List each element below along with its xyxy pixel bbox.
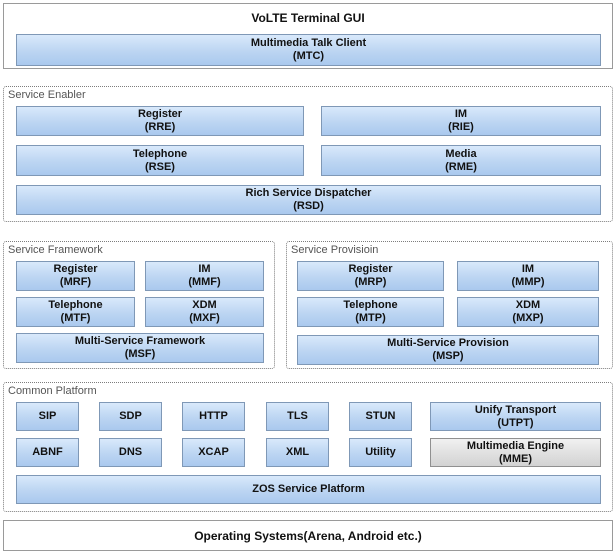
http-box: HTTP — [182, 402, 245, 431]
abnf-label: ABNF — [32, 446, 63, 458]
mtc-abbr: (MTC) — [292, 50, 325, 62]
rse-abbr: (RSE) — [145, 160, 175, 173]
rme-abbr: (RME) — [445, 160, 477, 173]
msf-name: Multi-Service Framework — [74, 335, 206, 347]
stun-box: STUN — [349, 402, 412, 431]
sip-label: SIP — [38, 410, 57, 422]
mmf-box: IM (MMF) — [145, 261, 264, 291]
dns-label: DNS — [118, 446, 143, 458]
mtp-name: Telephone — [343, 299, 398, 311]
sdp-label: SDP — [119, 410, 142, 422]
common-platform-title: Common Platform — [8, 385, 97, 397]
xcap-label: XCAP — [198, 446, 229, 458]
mrp-abbr: (MRP) — [354, 276, 387, 288]
utpt-box: Unify Transport (UTPT) — [430, 402, 601, 431]
utility-label: Utility — [365, 446, 396, 458]
mmf-name: IM — [198, 263, 211, 275]
volte-terminal-gui-layer: VoLTE Terminal GUI Multimedia Talk Clien… — [3, 3, 613, 69]
service-provision-layer: Service Provisioin Register (MRP) IM (MM… — [286, 241, 613, 369]
mxp-name: XDM — [515, 299, 541, 311]
mrp-box: Register (MRP) — [297, 261, 444, 291]
mmp-box: IM (MMP) — [457, 261, 599, 291]
mrp-name: Register — [348, 263, 393, 275]
mtf-abbr: (MTF) — [60, 312, 91, 324]
operating-systems-label: Operating Systems(Arena, Android etc.) — [194, 529, 422, 543]
msf-abbr: (MSF) — [124, 348, 156, 360]
rsd-name: Rich Service Dispatcher — [245, 187, 372, 199]
rie-name: IM — [454, 108, 468, 120]
msp-name: Multi-Service Provision — [387, 337, 509, 349]
common-platform-layer: Common Platform SIP SDP HTTP TLS STUN Un… — [3, 382, 613, 512]
xml-label: XML — [285, 446, 310, 458]
mmp-abbr: (MMP) — [511, 276, 545, 288]
utpt-name: Unify Transport — [474, 403, 557, 416]
mxf-abbr: (MXF) — [189, 312, 220, 324]
service-framework-title: Service Framework — [8, 244, 103, 256]
dns-box: DNS — [99, 438, 162, 467]
rme-box: Media (RME) — [321, 145, 601, 176]
volte-terminal-gui-title: VoLTE Terminal GUI — [251, 11, 365, 25]
utility-box: Utility — [349, 438, 412, 467]
sdp-box: SDP — [99, 402, 162, 431]
mmf-abbr: (MMF) — [188, 276, 221, 288]
mtc-name: Multimedia Talk Client — [250, 37, 367, 49]
xml-box: XML — [266, 438, 329, 467]
mtp-abbr: (MTP) — [355, 312, 386, 324]
stun-label: STUN — [365, 410, 396, 422]
rse-box: Telephone (RSE) — [16, 145, 304, 176]
abnf-box: ABNF — [16, 438, 79, 467]
mxf-box: XDM (MXF) — [145, 297, 264, 327]
service-framework-layer: Service Framework Register (MRF) IM (MMF… — [3, 241, 275, 369]
rie-abbr: (RIE) — [448, 121, 474, 133]
service-enabler-layer: Service Enabler Register (RRE) IM (RIE) … — [3, 86, 613, 222]
rre-name: Register — [137, 108, 183, 120]
msp-box: Multi-Service Provision (MSP) — [297, 335, 599, 365]
http-label: HTTP — [199, 410, 228, 422]
tls-box: TLS — [266, 402, 329, 431]
rse-name: Telephone — [132, 147, 188, 160]
rme-name: Media — [445, 147, 477, 160]
rie-box: IM (RIE) — [321, 106, 601, 136]
mtp-box: Telephone (MTP) — [297, 297, 444, 327]
mrf-box: Register (MRF) — [16, 261, 135, 291]
mtf-name: Telephone — [48, 299, 103, 311]
zos-label: ZOS Service Platform — [252, 483, 365, 495]
service-provision-title: Service Provisioin — [291, 244, 379, 256]
zos-box: ZOS Service Platform — [16, 475, 601, 504]
mrf-abbr: (MRF) — [59, 276, 92, 288]
mmp-name: IM — [521, 263, 535, 275]
xcap-box: XCAP — [182, 438, 245, 467]
mxf-name: XDM — [192, 299, 217, 311]
mme-box: Multimedia Engine (MME) — [430, 438, 601, 467]
sip-box: SIP — [16, 402, 79, 431]
mtf-box: Telephone (MTF) — [16, 297, 135, 327]
rre-abbr: (RRE) — [144, 121, 176, 133]
mtc-box: Multimedia Talk Client (MTC) — [16, 34, 601, 66]
service-enabler-title: Service Enabler — [8, 89, 86, 101]
operating-systems-layer: Operating Systems(Arena, Android etc.) — [3, 520, 613, 551]
mme-name: Multimedia Engine — [466, 439, 565, 452]
rsd-abbr: (RSD) — [293, 200, 324, 212]
mxp-box: XDM (MXP) — [457, 297, 599, 327]
mme-abbr: (MME) — [499, 452, 532, 465]
mxp-abbr: (MXP) — [512, 312, 544, 324]
rre-box: Register (RRE) — [16, 106, 304, 136]
tls-label: TLS — [287, 410, 308, 422]
utpt-abbr: (UTPT) — [497, 416, 534, 429]
mrf-name: Register — [53, 263, 98, 275]
rsd-box: Rich Service Dispatcher (RSD) — [16, 185, 601, 215]
msf-box: Multi-Service Framework (MSF) — [16, 333, 264, 363]
msp-abbr: (MSP) — [432, 350, 464, 362]
